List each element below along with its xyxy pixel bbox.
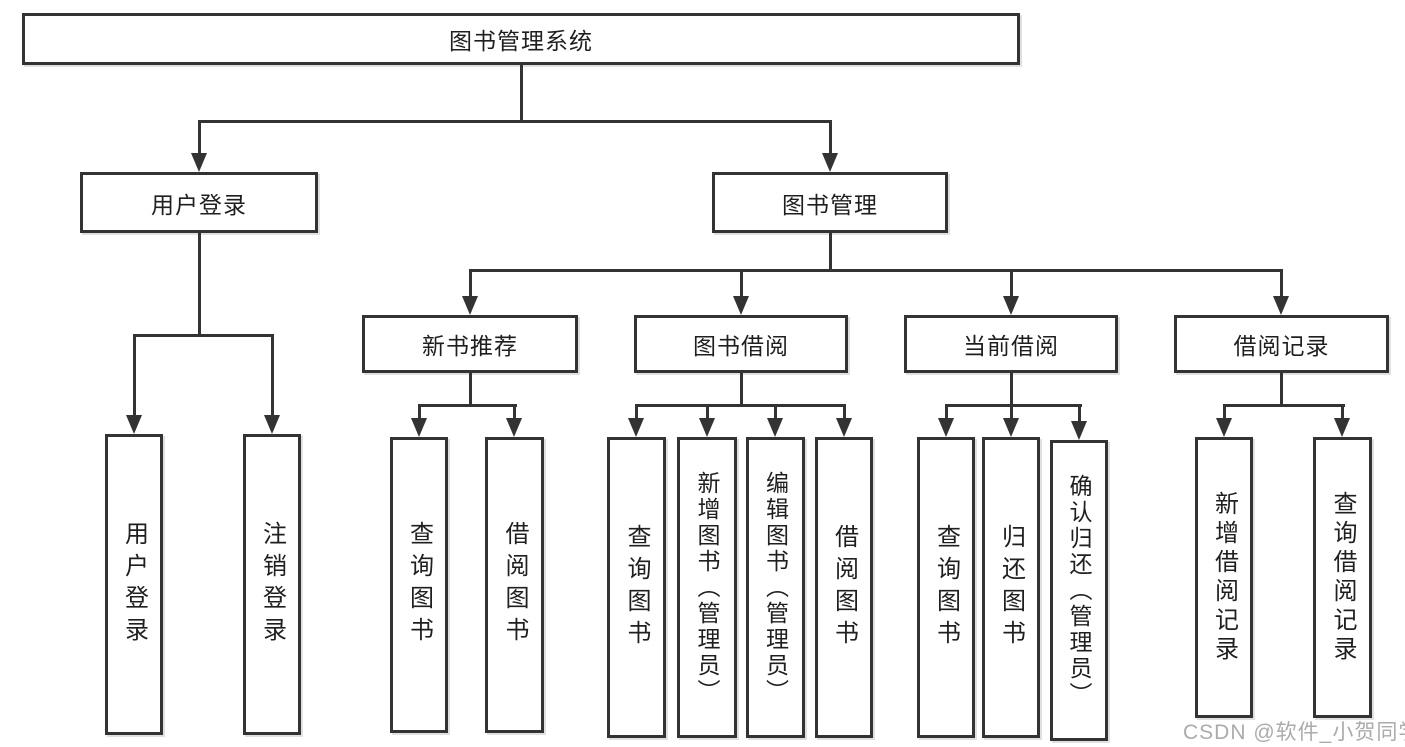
- connector-stem: [1078, 404, 1081, 422]
- node-new-book-recommend: 新书推荐: [362, 315, 578, 373]
- arrowhead-down: [733, 296, 749, 315]
- arrowhead-down: [506, 418, 522, 437]
- connector-stem: [843, 404, 846, 419]
- connector-stub: [469, 373, 472, 407]
- node-book-management: 图书管理: [712, 172, 948, 233]
- node-book-borrow: 图书借阅: [634, 315, 848, 373]
- node-label: 确认归还（管理员）: [1066, 473, 1092, 708]
- connector-user-login-stub: [198, 233, 201, 337]
- connector-stub: [1280, 373, 1283, 407]
- leaf-add-books-admin: 新增图书（管理员）: [677, 437, 737, 738]
- node-label: 查询图书: [932, 523, 960, 652]
- node-label: 借阅图书: [501, 521, 528, 649]
- node-borrow-records: 借阅记录: [1174, 315, 1389, 373]
- arrowhead-down: [411, 418, 427, 437]
- connector-level3-bus: [469, 269, 1283, 272]
- leaf-edit-books-admin: 编辑图书（管理员）: [746, 437, 805, 738]
- node-label: 图书管理系统: [449, 28, 593, 54]
- arrowhead-down: [264, 415, 280, 434]
- connector-stem: [829, 120, 832, 155]
- node-root-system: 图书管理系统: [22, 13, 1020, 65]
- leaf-confirm-return-admin: 确认归还（管理员）: [1050, 440, 1108, 741]
- node-label: 借阅图书: [830, 523, 858, 652]
- connector-stem: [1341, 404, 1344, 419]
- arrowhead-down: [1334, 418, 1350, 437]
- node-label: 查询借阅记录: [1329, 490, 1356, 665]
- connector-stem: [1223, 404, 1226, 419]
- connector-stem: [1010, 404, 1013, 419]
- connector-stem: [469, 269, 472, 297]
- leaf-recommend-borrow-books: 借阅图书: [485, 437, 544, 733]
- arrowhead-down: [1273, 296, 1289, 315]
- connector-stem: [418, 404, 421, 419]
- arrowhead-down: [1071, 421, 1087, 440]
- connector-stem: [271, 334, 274, 416]
- node-label: 编辑图书（管理员）: [762, 470, 789, 705]
- arrowhead-down: [836, 418, 852, 437]
- arrowhead-down: [767, 418, 783, 437]
- connector-stub: [740, 373, 743, 407]
- arrowhead-down: [191, 153, 207, 172]
- connector-book-mgmt-stub: [829, 233, 832, 272]
- node-current-borrow: 当前借阅: [904, 315, 1118, 373]
- csdn-watermark: CSDN @软件_小贺同学: [1183, 721, 1405, 744]
- leaf-return-books: 归还图书: [982, 437, 1040, 738]
- connector-stem: [706, 404, 709, 419]
- connector-stem: [635, 404, 638, 419]
- node-user-login: 用户登录: [80, 172, 318, 233]
- node-label: 用户登录: [120, 520, 148, 649]
- connector-bus: [945, 404, 1082, 407]
- connector-stem: [1010, 269, 1013, 297]
- arrowhead-down: [628, 418, 644, 437]
- node-label: 新书推荐: [422, 333, 518, 359]
- leaf-borrow-query-books: 查询图书: [607, 437, 666, 738]
- arrowhead-down: [1216, 418, 1232, 437]
- node-label: 图书借阅: [693, 333, 789, 359]
- node-label: 用户登录: [151, 191, 247, 218]
- leaf-recommend-query-books: 查询图书: [390, 437, 448, 733]
- connector-bus: [418, 404, 517, 407]
- leaf-logout: 注销登录: [243, 434, 301, 735]
- leaf-query-borrow-record: 查询借阅记录: [1313, 437, 1372, 718]
- connector-stem: [774, 404, 777, 419]
- node-label: 借阅记录: [1233, 333, 1330, 359]
- connector-stem: [133, 334, 136, 416]
- node-label: 图书管理: [782, 191, 878, 218]
- node-label: 归还图书: [997, 523, 1025, 652]
- connector-user-login-bus: [133, 334, 274, 337]
- node-label: 当前借阅: [963, 333, 1059, 359]
- leaf-user-login: 用户登录: [105, 434, 163, 735]
- arrowhead-down: [699, 418, 715, 437]
- leaf-add-borrow-record: 新增借阅记录: [1195, 437, 1253, 718]
- leaf-current-query-books: 查询图书: [917, 437, 975, 738]
- arrowhead-down: [462, 296, 478, 315]
- connector-level2-bus: [198, 120, 831, 123]
- node-label: 查询图书: [623, 523, 650, 652]
- connector-stem: [740, 269, 743, 297]
- connector-stem: [198, 120, 201, 155]
- node-label: 注销登录: [258, 520, 286, 649]
- node-label: 新增借阅记录: [1210, 490, 1238, 665]
- connector-stem: [945, 404, 948, 419]
- connector-bus: [635, 404, 846, 407]
- connector-bus: [1223, 404, 1345, 407]
- arrowhead-down: [126, 415, 142, 434]
- arrowhead-down: [1003, 296, 1019, 315]
- arrowhead-down: [938, 418, 954, 437]
- node-label: 查询图书: [405, 521, 433, 649]
- arrowhead-down: [822, 153, 838, 172]
- arrowhead-down: [1003, 418, 1019, 437]
- node-label: 新增图书（管理员）: [694, 470, 720, 705]
- connector-stem: [513, 404, 516, 419]
- connector-root-stub: [520, 65, 523, 122]
- connector-stub: [1010, 373, 1013, 407]
- connector-stem: [1280, 269, 1283, 297]
- leaf-borrow-books: 借阅图书: [815, 437, 873, 738]
